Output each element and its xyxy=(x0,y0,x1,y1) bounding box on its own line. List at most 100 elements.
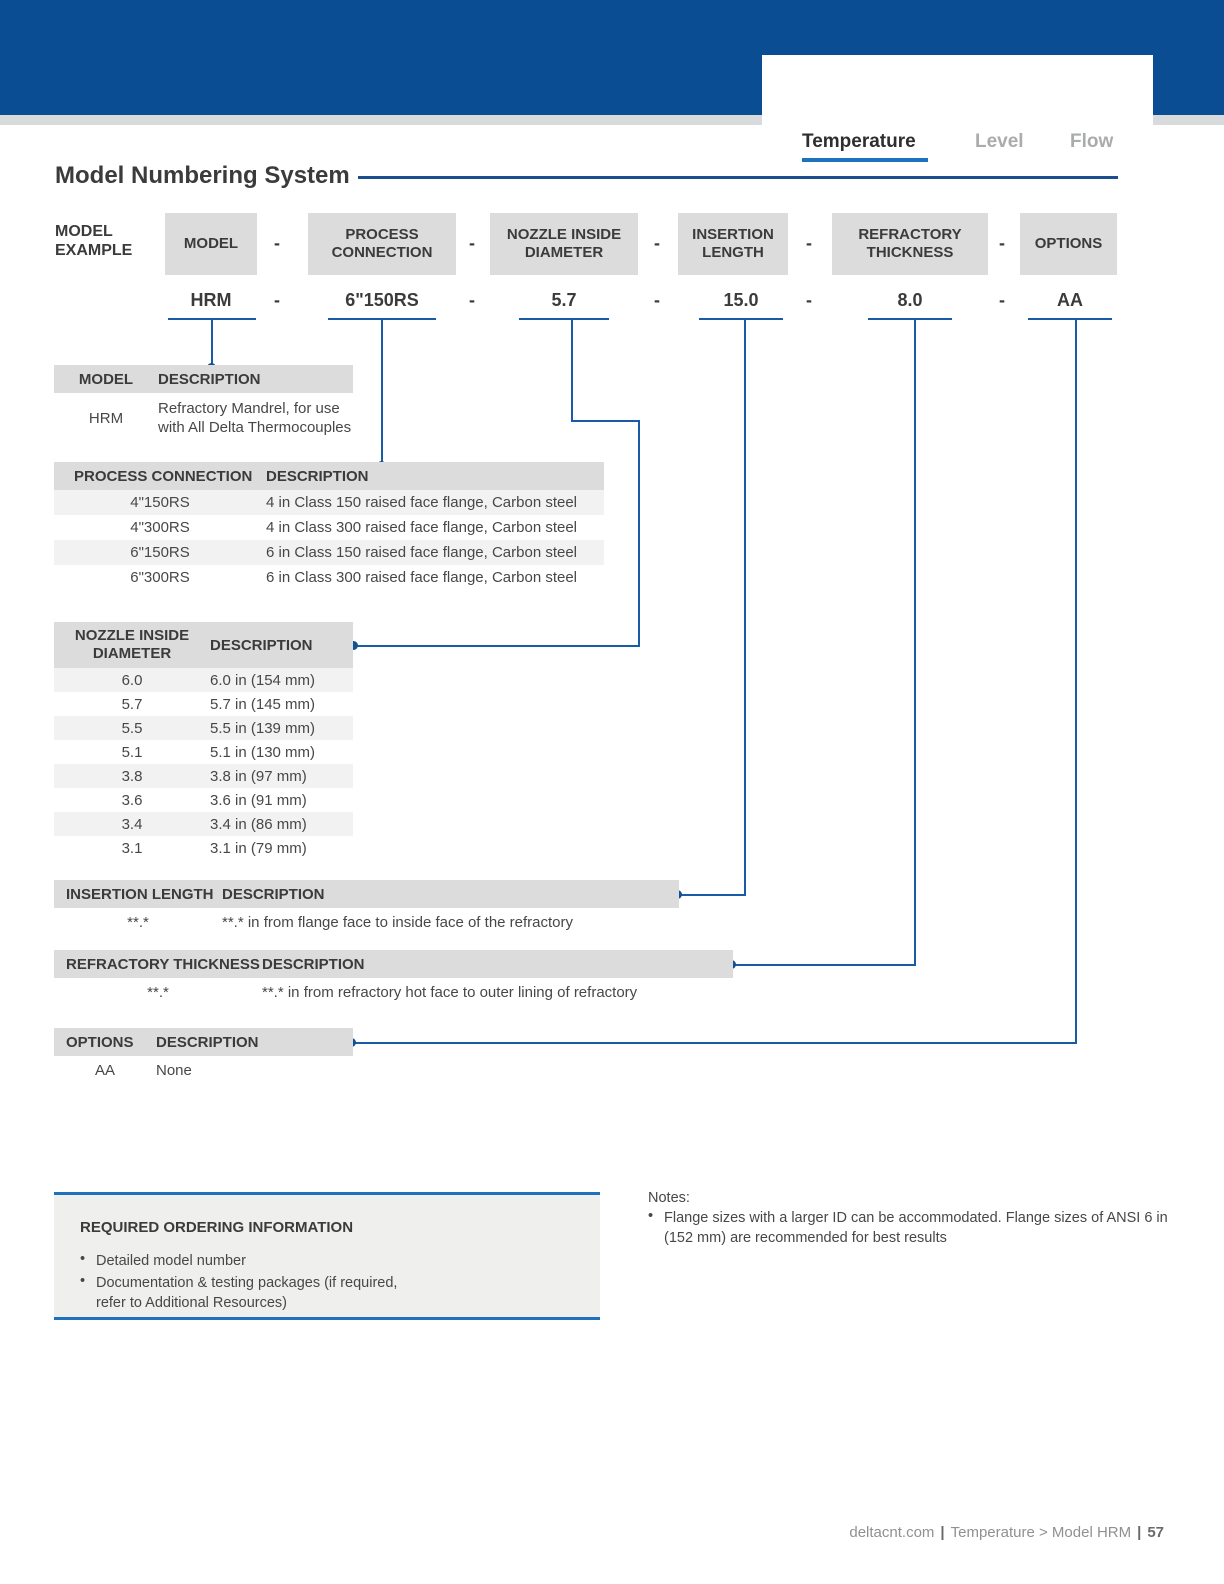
value-underline xyxy=(519,318,609,320)
cell-description: 4 in Class 150 raised face flange, Carbo… xyxy=(266,494,578,511)
cell-description: None xyxy=(156,1061,192,1079)
product-line-tabs: Temperature Level Flow xyxy=(762,55,1153,162)
table-row: 6"300RS 6 in Class 300 raised face flang… xyxy=(54,565,604,590)
connector-nozzle-v1 xyxy=(571,320,573,422)
cell-code: 6"300RS xyxy=(130,569,190,586)
footer-separator: | xyxy=(940,1524,945,1541)
cell-description: Refractory Mandrel, for use with All Del… xyxy=(158,400,352,436)
cell-code: AA xyxy=(94,1061,115,1079)
process-connection-table-header: PROCESS CONNECTION DESCRIPTION xyxy=(54,462,604,490)
cell-code: 6"150RS xyxy=(130,544,190,561)
connector-refractory-thickness-h xyxy=(731,964,916,966)
refractory-thickness-table-header: REFRACTORY THICKNESS DESCRIPTION xyxy=(54,950,733,978)
nozzle-inside-diameter-table: NOZZLE INSIDE DIAMETER DESCRIPTION 6.0 6… xyxy=(54,622,353,860)
segment-box-options: OPTIONS xyxy=(1020,213,1117,275)
footer-breadcrumb: Temperature > Model HRM xyxy=(950,1524,1132,1541)
cell-description: 3.1 in (79 mm) xyxy=(210,839,307,857)
table-row: 6.0 6.0 in (154 mm) xyxy=(54,668,353,692)
note-bullet: • Flange sizes with a larger ID can be a… xyxy=(648,1208,1168,1248)
segment-dash: - xyxy=(654,233,660,253)
column-header-nozzle-inside-diameter: NOZZLE INSIDE DIAMETER xyxy=(74,627,190,662)
column-header-description: DESCRIPTION xyxy=(158,370,261,388)
footer-separator: | xyxy=(1137,1524,1142,1541)
segment-dash: - xyxy=(469,233,475,253)
options-table: OPTIONS DESCRIPTION AA None xyxy=(54,1028,353,1084)
active-tab-indicator xyxy=(802,158,928,162)
model-table: MODEL DESCRIPTION HRM Refractory Mandrel… xyxy=(54,365,353,443)
cell-description: **.* in from flange face to inside face … xyxy=(222,913,574,931)
column-header-description: DESCRIPTION xyxy=(210,636,313,654)
table-row: AA None xyxy=(54,1056,353,1084)
connector-options xyxy=(1075,320,1077,1044)
column-header-model: MODEL xyxy=(78,370,134,388)
connector-dot-nozzle xyxy=(349,641,358,650)
table-row: 4"150RS 4 in Class 150 raised face flang… xyxy=(54,490,604,515)
bullet-icon: • xyxy=(80,1273,86,1289)
tab-level[interactable]: Level xyxy=(975,131,1024,152)
cell-code: 3.1 xyxy=(121,839,143,857)
bullet-text: Detailed model number xyxy=(96,1253,246,1269)
refractory-thickness-table: REFRACTORY THICKNESS DESCRIPTION **.* **… xyxy=(54,950,733,1006)
column-header-description: DESCRIPTION xyxy=(266,467,369,485)
column-header-options: OPTIONS xyxy=(66,1033,134,1051)
value-underline xyxy=(1028,318,1112,320)
note-text: Flange sizes with a larger ID can be acc… xyxy=(664,1210,1168,1246)
value-underline xyxy=(168,318,256,320)
cell-code: **.* xyxy=(147,983,169,1001)
connector-nozzle-h2 xyxy=(353,645,640,647)
example-value-nozzle-inside-diameter: 5.7 xyxy=(551,290,577,310)
bullet-icon: • xyxy=(80,1251,86,1267)
table-row: 3.6 3.6 in (91 mm) xyxy=(54,788,353,812)
segment-dash: - xyxy=(274,233,280,253)
header-strip xyxy=(0,115,1224,125)
cell-code: 5.7 xyxy=(121,695,143,713)
table-row: 6"150RS 6 in Class 150 raised face flang… xyxy=(54,540,604,565)
example-value-options: AA xyxy=(1057,290,1083,310)
tab-temperature[interactable]: Temperature xyxy=(802,131,916,152)
cell-code: 3.8 xyxy=(121,767,143,785)
segment-dash: - xyxy=(806,233,812,253)
insertion-length-table: INSERTION LENGTH DESCRIPTION **.* **.* i… xyxy=(54,880,679,936)
cell-description: 5.7 in (145 mm) xyxy=(210,695,316,713)
ordering-bullet: • Detailed model number xyxy=(80,1251,397,1271)
cell-description: 3.6 in (91 mm) xyxy=(210,791,307,809)
options-table-header: OPTIONS DESCRIPTION xyxy=(54,1028,353,1056)
connector-insertion-length-h xyxy=(677,894,746,896)
example-value-insertion-length: 15.0 xyxy=(723,290,759,310)
table-row: 5.5 5.5 in (139 mm) xyxy=(54,716,353,740)
cell-description: 6.0 in (154 mm) xyxy=(210,671,316,689)
cell-description: 4 in Class 300 raised face flange, Carbo… xyxy=(266,519,578,536)
value-dash: - xyxy=(999,290,1005,310)
connector-model xyxy=(211,320,213,368)
table-row: 5.7 5.7 in (145 mm) xyxy=(54,692,353,716)
cell-code: **.* xyxy=(127,913,149,931)
cell-description: 5.5 in (139 mm) xyxy=(210,719,316,737)
cell-description: **.* in from refractory hot face to oute… xyxy=(262,983,638,1001)
segment-box-insertion-length: INSERTION LENGTH xyxy=(678,213,788,275)
table-row: 3.8 3.8 in (97 mm) xyxy=(54,764,353,788)
value-underline xyxy=(328,318,436,320)
model-example-label: MODEL EXAMPLE xyxy=(55,223,133,259)
model-table-header: MODEL DESCRIPTION xyxy=(54,365,353,393)
ordering-bullet: • Documentation & testing packages (if r… xyxy=(80,1273,397,1313)
example-value-refractory-thickness: 8.0 xyxy=(897,290,923,310)
page-title: Model Numbering System xyxy=(55,162,350,189)
footer-site: deltacnt.com xyxy=(849,1524,935,1541)
tab-flow[interactable]: Flow xyxy=(1070,131,1114,152)
nozzle-inside-diameter-table-header: NOZZLE INSIDE DIAMETER DESCRIPTION xyxy=(54,622,353,668)
cell-description: 3.8 in (97 mm) xyxy=(210,767,307,785)
table-row: **.* **.* in from refractory hot face to… xyxy=(54,978,733,1006)
insertion-length-table-header: INSERTION LENGTH DESCRIPTION xyxy=(54,880,679,908)
cell-code: 4"150RS xyxy=(130,494,190,511)
value-dash: - xyxy=(806,290,812,310)
column-header-description: DESCRIPTION xyxy=(262,955,365,973)
required-ordering-information-title: REQUIRED ORDERING INFORMATION xyxy=(80,1219,354,1236)
example-value-process-connection: 6"150RS xyxy=(345,290,419,310)
example-value-model: HRM xyxy=(190,290,232,310)
table-row: 3.1 3.1 in (79 mm) xyxy=(54,836,353,860)
value-underline xyxy=(868,318,952,320)
connector-insertion-length xyxy=(744,320,746,896)
table-row: 3.4 3.4 in (86 mm) xyxy=(54,812,353,836)
connector-process-connection xyxy=(381,320,383,466)
segment-box-model: MODEL xyxy=(165,213,257,275)
